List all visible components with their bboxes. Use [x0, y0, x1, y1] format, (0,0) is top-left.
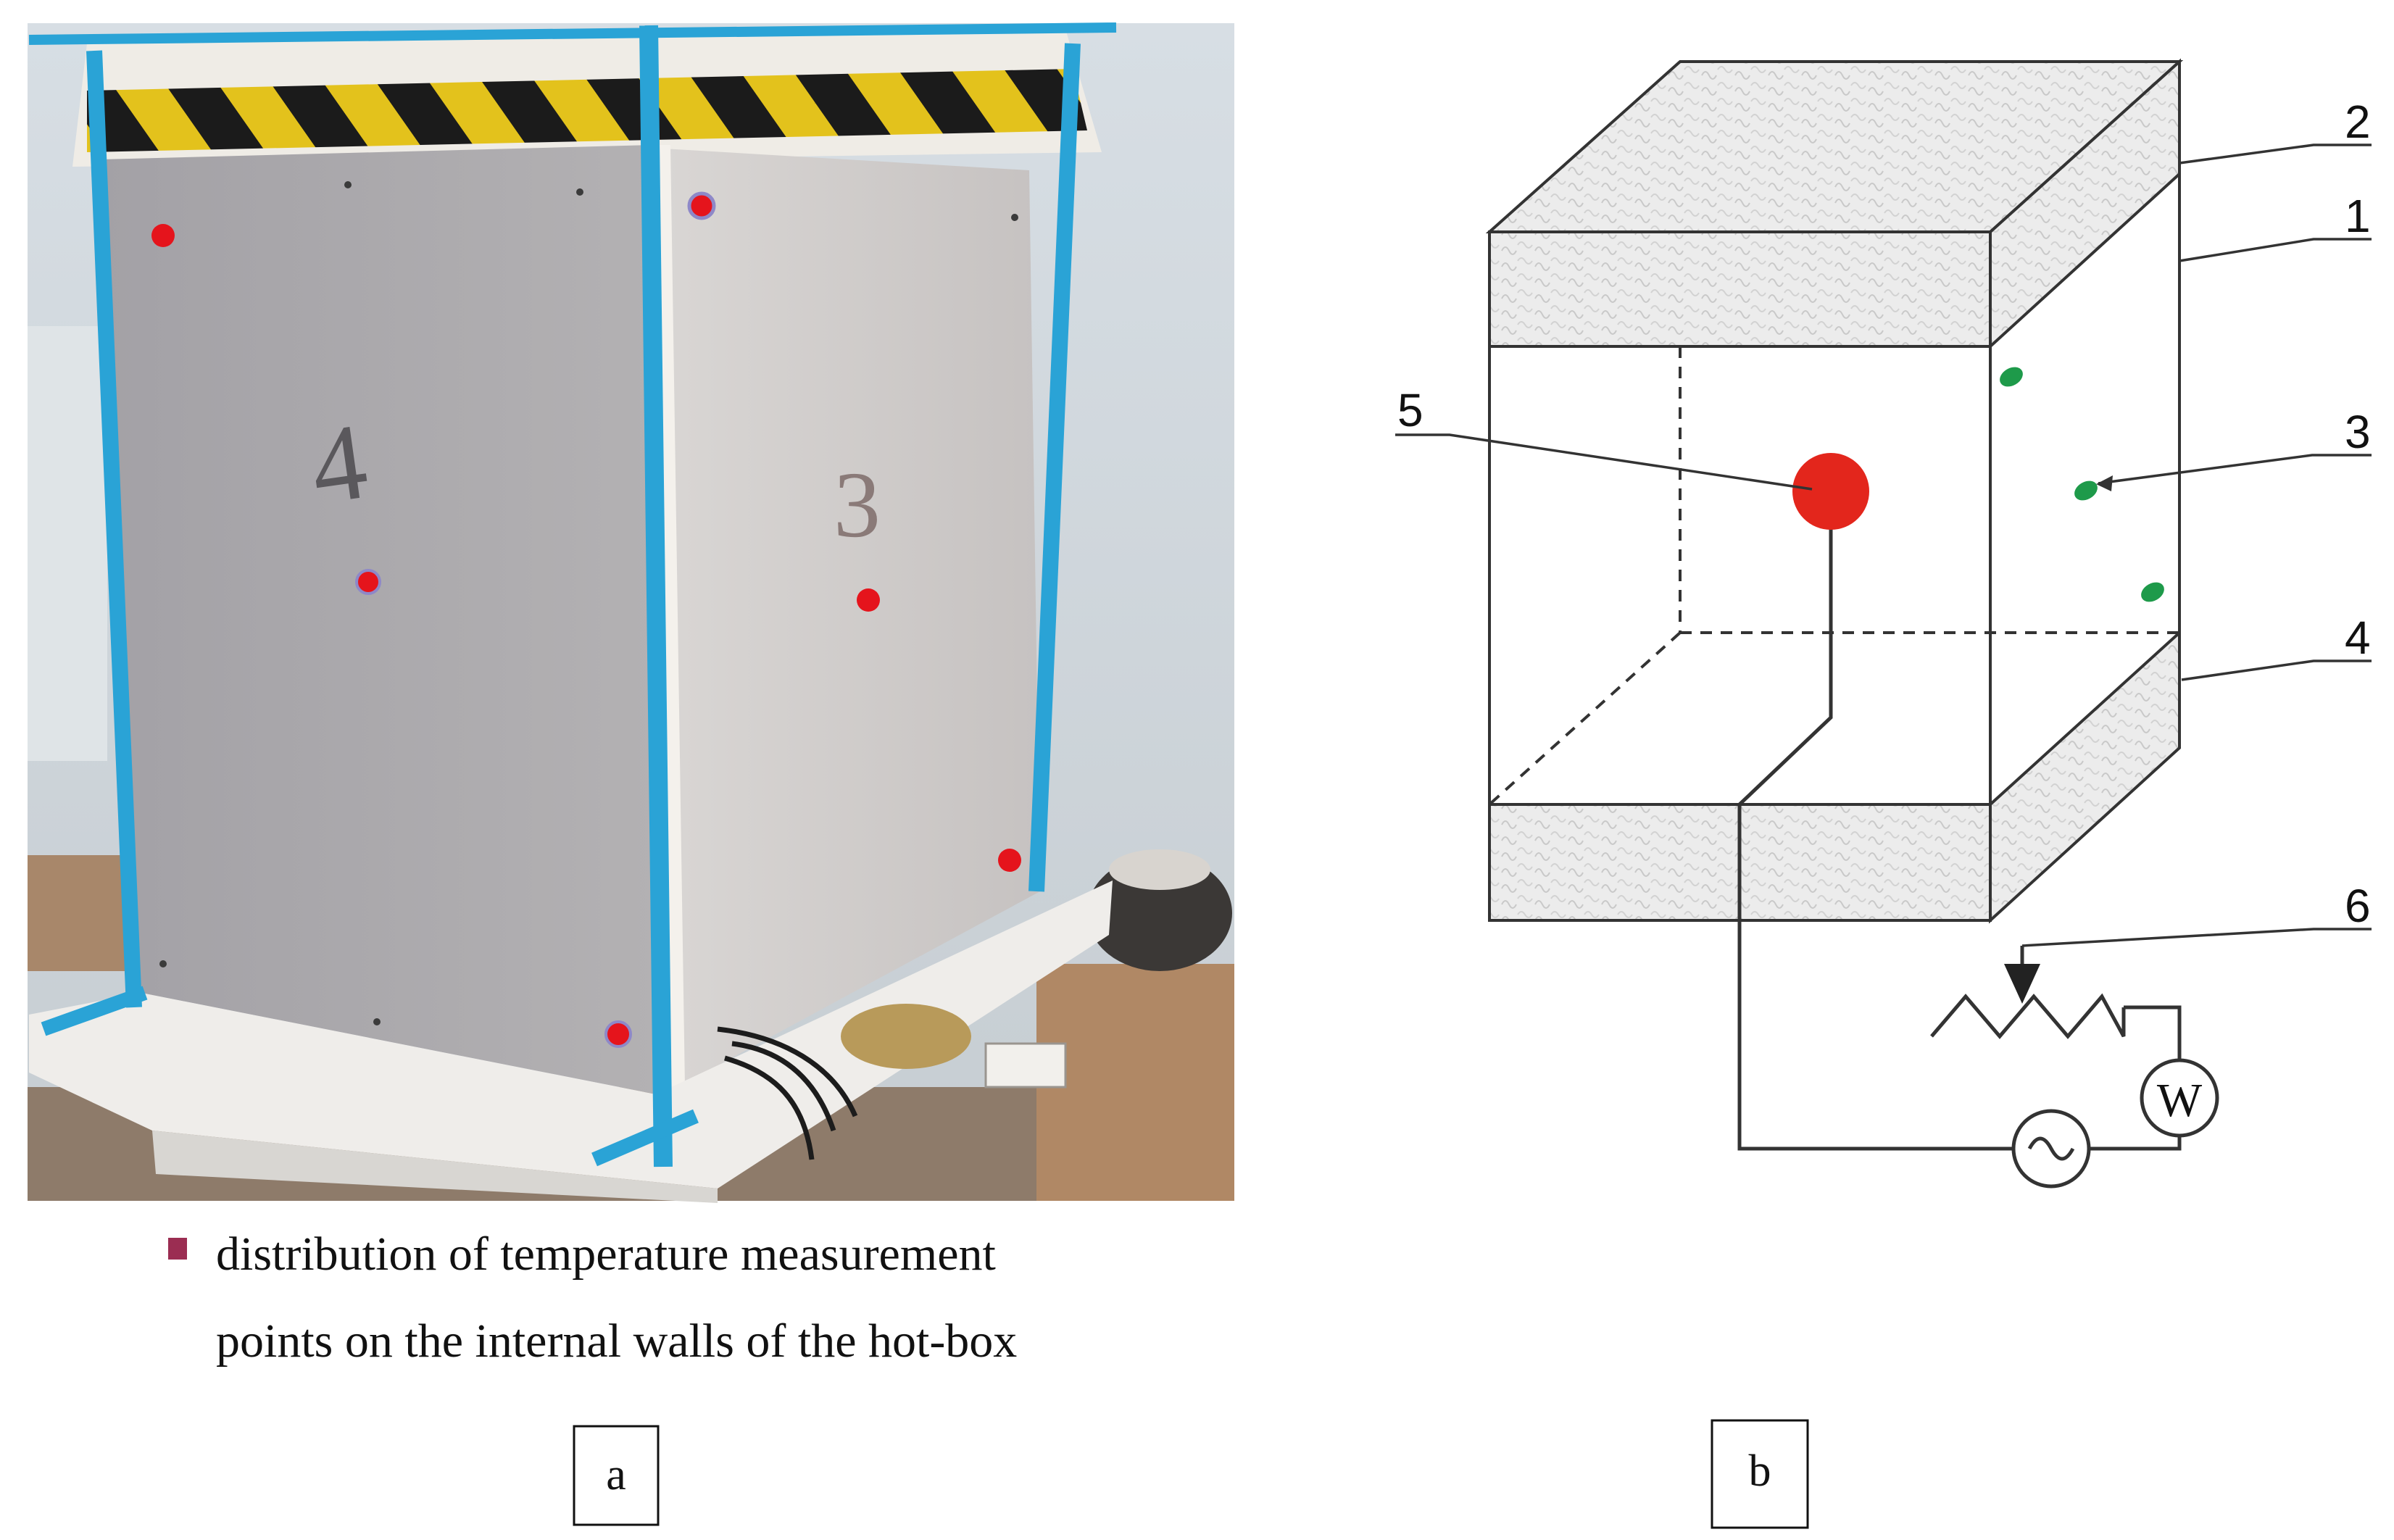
tape-bottom-left	[41, 986, 148, 1036]
leader-6	[2021, 928, 2372, 947]
hazard-tape	[87, 69, 1087, 152]
base-support	[152, 1131, 718, 1203]
callout-2: 2	[2345, 96, 2371, 148]
measurement-point	[604, 1020, 632, 1048]
ac-wave-icon	[2027, 1136, 2075, 1161]
circuit-bottom-wire	[1737, 946, 2182, 1151]
room-left-shelf	[28, 326, 107, 761]
leader-1	[2179, 238, 2372, 262]
tape-left	[86, 50, 142, 1008]
measurement-point	[355, 569, 381, 595]
wall-3-number: 3	[834, 453, 881, 557]
resistor-wiper-arrow	[2004, 964, 2040, 1004]
panel-b-label-box: b	[1711, 1419, 1809, 1529]
variable-resistor	[1930, 993, 2126, 1039]
measurement-point	[151, 224, 175, 247]
coil-device-top	[1109, 849, 1210, 890]
bottom-insulation	[29, 881, 1113, 1189]
wattmeter-letter: W	[2157, 1074, 2203, 1127]
measurement-point	[998, 849, 1021, 872]
callout-6: 6	[2345, 880, 2371, 932]
leader-3	[2098, 454, 2372, 485]
gold-connector	[841, 1004, 971, 1069]
tape-right	[1028, 43, 1081, 892]
callout-1: 1	[2345, 190, 2371, 242]
sensor-point	[2141, 582, 2164, 602]
bottom-slab-side-face	[1989, 629, 2181, 924]
heater-ball	[1792, 453, 1869, 530]
wall-3-panel	[663, 149, 1040, 1087]
callout-4: 4	[2345, 612, 2371, 664]
callout-3: 3	[2345, 406, 2371, 458]
photo-panel-a: 4 3	[28, 22, 1234, 1203]
legend-line-1: distribution of temperature measurement	[216, 1228, 996, 1281]
measurement-point	[687, 191, 716, 220]
sensor-point	[2074, 480, 2098, 501]
circuit-top-wire	[2124, 1005, 2182, 1065]
legend-marker	[168, 1238, 187, 1260]
leader-4	[2181, 659, 2372, 681]
callout-leaders	[1395, 143, 2372, 947]
terminal-block	[984, 1042, 1067, 1089]
room-left-desk	[28, 855, 129, 971]
coil-device	[1087, 855, 1232, 971]
legend-panel-a: distribution of temperature measurement …	[168, 1228, 1017, 1368]
callout-5: 5	[1397, 384, 1423, 436]
measurement-point	[857, 588, 880, 612]
tape-bottom-center	[591, 1109, 699, 1167]
workbench	[1036, 964, 1234, 1201]
leader-2	[2179, 143, 2372, 165]
schematic-panel-b	[1485, 58, 2219, 1189]
panel-b-label: b	[1749, 1447, 1771, 1496]
cables	[717, 1026, 858, 1160]
tape-center	[639, 25, 673, 1168]
wall-4-panel	[101, 145, 656, 1094]
tape-top	[28, 22, 1117, 45]
leader-3-arrowhead	[2096, 475, 2113, 491]
wattmeter-symbol	[2140, 1058, 2219, 1138]
top-slab-front-face	[1488, 230, 1992, 348]
sensor-points	[2000, 367, 2164, 602]
sensor-point	[2000, 367, 2023, 387]
hidden-floor-diagonal	[1488, 631, 1682, 806]
legend-line-2: points on the internal walls of the hot-…	[216, 1315, 1017, 1368]
panel-screws	[159, 181, 1018, 1025]
panel-a-label-box: a	[573, 1425, 660, 1526]
leader-5	[1395, 433, 1813, 491]
panel-a-label: a	[606, 1450, 626, 1499]
measurement-points	[151, 191, 1021, 1048]
